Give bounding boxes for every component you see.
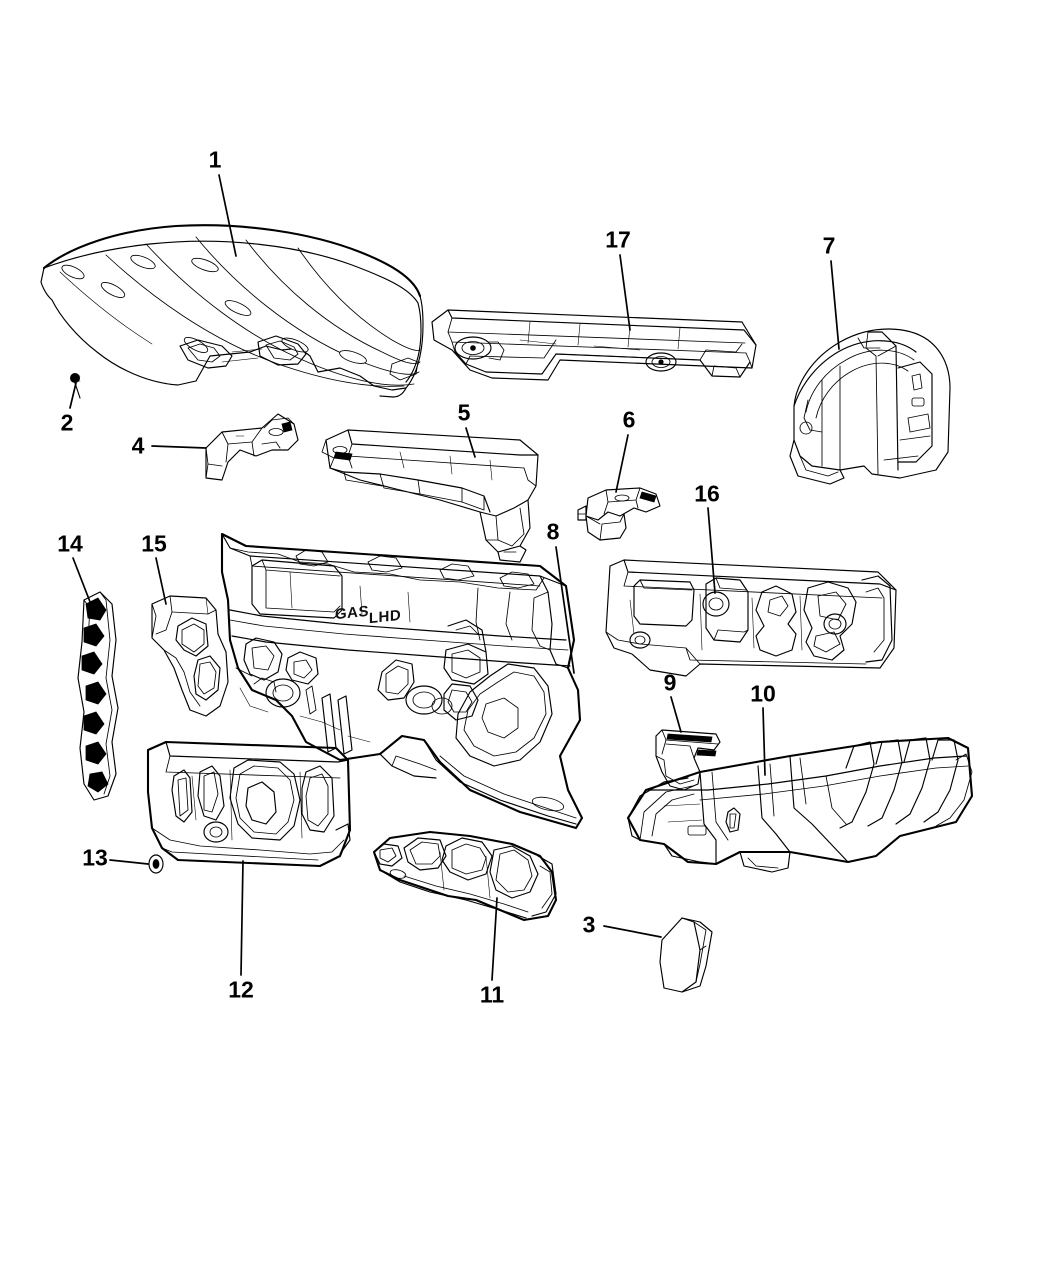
callout-label-14[interactable]: 14: [57, 530, 83, 557]
callout-label-1[interactable]: 1: [208, 146, 222, 173]
callout-label-5[interactable]: 5: [457, 399, 471, 426]
part-16-dash-panel-outer-silencer: [605, 559, 897, 677]
fuel-type-stamp: GAS: [334, 602, 370, 624]
callout-label-17[interactable]: 17: [605, 226, 631, 253]
part-1-hood-silencer-pad: [40, 224, 424, 398]
callout-label-6[interactable]: 6: [622, 406, 636, 433]
callout-label-16[interactable]: 16: [694, 480, 720, 507]
callout-label-13[interactable]: 13: [82, 844, 108, 871]
callout-label-9[interactable]: 9: [663, 669, 677, 696]
part-7-right-wheelhouse-silencer: [789, 328, 951, 485]
part-9-tunnel-bracket-silencer: [655, 729, 721, 791]
callout-label-10[interactable]: 10: [750, 680, 776, 707]
callout-label-7[interactable]: 7: [822, 232, 836, 259]
callout-label-2[interactable]: 2: [60, 409, 74, 436]
part-10-floor-tunnel-silencer: [626, 736, 974, 873]
callout-label-4[interactable]: 4: [131, 432, 145, 459]
part-14-left-pillar-silencer: [77, 591, 119, 801]
callout-label-8[interactable]: 8: [546, 518, 560, 545]
callout-label-11[interactable]: 11: [479, 981, 505, 1008]
part-5-cowl-upper-silencer: [321, 429, 539, 563]
leader-lines: [69, 174, 840, 981]
part-15-left-hinge-pillar-silencer: [151, 595, 229, 717]
part-11-lower-dash-tunnel-silencer: [372, 830, 558, 922]
part-6-steering-column-opening-silencer: [577, 487, 661, 541]
part-4-left-cowl-side-silencer: [205, 413, 299, 481]
part-8-dash-panel-silencer: [220, 532, 584, 830]
part-17-cowl-plenum-silencer: [431, 309, 757, 381]
steering-side-stamp: LHD: [368, 606, 402, 628]
part-13-grommet: [148, 854, 164, 874]
callout-label-3[interactable]: 3: [582, 911, 596, 938]
callout-label-15[interactable]: 15: [141, 530, 167, 557]
part-12-dash-panel-lower-silencer: [146, 740, 352, 868]
part-3-foam-block-silencer: [659, 917, 713, 993]
callout-label-12[interactable]: 12: [228, 976, 254, 1003]
